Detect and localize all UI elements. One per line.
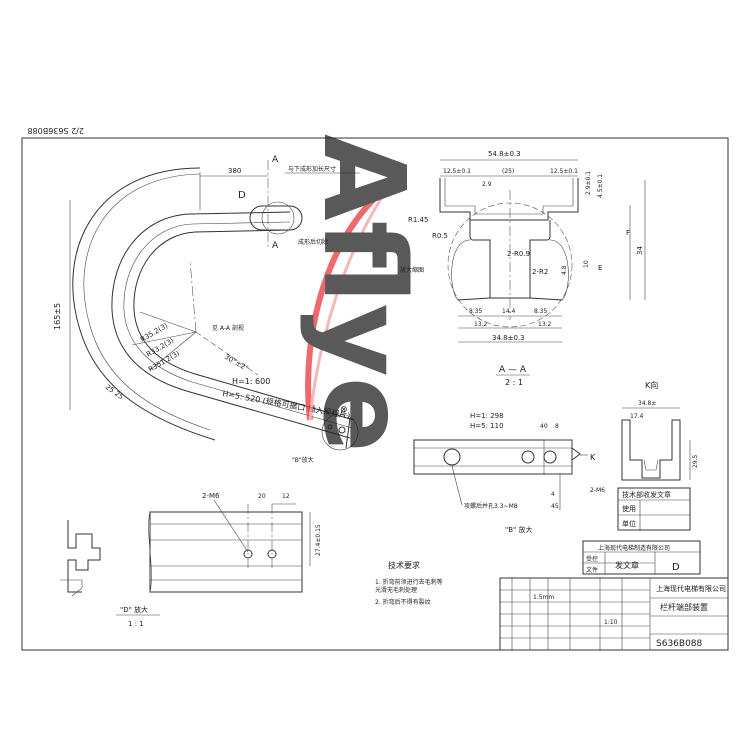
- aa-dim-right: 12.5±0.1: [550, 168, 578, 175]
- aa-dim-48: 4.8: [561, 265, 568, 275]
- view-d: 20 12 2-M6 27.4±0.15 "D" 放大 1 : 1: [60, 492, 322, 628]
- b-dim-40: 40: [540, 423, 548, 430]
- note-top-right: 与下成形加长尺寸: [288, 165, 336, 173]
- tech-item1: 1. 折弯前须进行去毛刺等: [375, 578, 443, 586]
- tech-requirements: 技术要求 1. 折弯前须进行去毛刺等 光滑无毛刺处理 2. 折弯后不得有裂纹: [375, 560, 443, 606]
- aa-dim-mid: (25): [502, 168, 514, 175]
- tech-title: 技术要求: [388, 560, 420, 570]
- stamp-row2-left: 文件: [586, 566, 598, 574]
- aa-label-side: 放大缩图: [400, 266, 424, 274]
- tb-part-name: 栏杆端部装置: [660, 602, 708, 612]
- approval-title: 技术部收发文章: [622, 490, 671, 499]
- aa-scale: 2 : 1: [505, 378, 523, 387]
- d-label-2m6: 2-M6: [202, 492, 220, 500]
- aa-dim-835l: 8.35: [469, 308, 483, 315]
- approval-box: 技术部收发文章 使用 单位: [617, 487, 691, 531]
- aa-dim-left: 12.5±0.1: [443, 168, 471, 175]
- b-dim-8: 8: [555, 423, 559, 430]
- stamp-row1-left: 受控: [586, 555, 598, 563]
- control-stamp: 上海现代电梯制造有限公司 受控 文件 发文章 D: [582, 540, 701, 575]
- rotated-sheet-number: 2/2 S636B088: [27, 126, 84, 135]
- b-note-bottom: 攻螺后并孔3.3~M8: [464, 502, 518, 510]
- dim-top: 380: [228, 167, 241, 175]
- aa-dim-total: 54.8±0.3: [488, 150, 521, 158]
- b-dim-45: 45: [551, 503, 559, 510]
- k-title: K向: [645, 380, 658, 390]
- watermark-logo: Aflye: [298, 134, 428, 453]
- aa-dim-10: 10: [583, 260, 590, 268]
- tb-scale: 1:10: [604, 619, 618, 626]
- note-b: "B"放大: [292, 456, 314, 464]
- d-dim-side: 27.4±0.15: [315, 524, 322, 556]
- d-title: "D" 放大: [120, 605, 148, 614]
- h-length: H=1: 600: [232, 377, 270, 386]
- approval-row-1: 单位: [622, 519, 636, 528]
- sheet-border: [21, 137, 729, 651]
- aa-dim-h1: 2.9±0.1: [585, 171, 592, 195]
- view-b: H=1: 298 H=5: 110 40 8 K 2-M6 45 4 攻螺后并孔…: [413, 412, 605, 534]
- dim-angle: 30°±2°: [223, 353, 250, 373]
- b-label-2m6: 2-M6: [590, 487, 605, 494]
- d-dim-20: 20: [258, 493, 266, 500]
- b-label-k: K: [590, 453, 596, 462]
- aa-dim-132r: 13.2: [538, 321, 552, 328]
- aa-r2: 2-R2: [532, 268, 548, 276]
- stamp-row1-right: 发文章: [615, 560, 639, 570]
- aa-dim-835r: 8.35: [534, 308, 548, 315]
- aa-dim-f: F: [626, 229, 630, 237]
- note-section: 见 A-A 剖视: [212, 324, 244, 332]
- tb-drawing-no: S636B088: [656, 639, 703, 649]
- k-dim-total: 34.8±: [638, 400, 656, 407]
- aa-dim-bottom: 34.8±0.3: [492, 334, 525, 342]
- label-a-bottom: A: [272, 241, 279, 251]
- tb-material: 1.5mm: [533, 594, 554, 601]
- aa-title: A — A: [499, 365, 527, 375]
- aa-dim-h2: 4.5±0.1: [597, 174, 604, 198]
- tb-company: 上海现代电梯有限公司: [656, 584, 726, 593]
- view-k: K向 34.8± 17.4 29.5: [621, 380, 699, 481]
- stamp-letter: D: [672, 562, 680, 573]
- d-dim-12: 12: [282, 493, 290, 500]
- circle-mark: ⊗: [340, 405, 348, 415]
- label-d: D: [238, 190, 246, 201]
- aa-dim-34: 34: [636, 246, 644, 255]
- aa-dim-2-9: 2.9: [482, 181, 492, 188]
- dim-outer-height: 165±5: [53, 303, 62, 330]
- aa-r09: 2-R0.9: [507, 250, 530, 258]
- b-dim-4: 4: [551, 491, 555, 498]
- watermark-text: Aflye: [298, 134, 428, 453]
- b-h-values2: H=5: 110: [470, 422, 504, 430]
- tech-item1b: 光滑无毛刺处理: [375, 586, 417, 594]
- aa-dim-144: 14.4: [502, 308, 516, 315]
- stamp-company: 上海现代电梯制造有限公司: [598, 544, 670, 552]
- title-block: 上海现代电梯有限公司 栏杆端部装置 S636B088 1:10 1.5mm: [499, 577, 729, 651]
- label-a-top: A: [272, 155, 279, 165]
- aa-dim-132l: 13.2: [474, 321, 488, 328]
- note-end: 成形后切除: [298, 238, 328, 246]
- dim-bottom-len: 25 25: [104, 383, 125, 401]
- section-aa: 54.8±0.3 12.5±0.1 (25) 12.5±0.1 2.9 2.9±…: [400, 150, 646, 387]
- aa-dim-e: E: [598, 264, 602, 272]
- aa-r05: R0.5: [432, 232, 448, 240]
- k-dim-174: 17.4: [630, 413, 644, 420]
- approval-row-0: 使用: [622, 504, 636, 513]
- tech-item2: 2. 折弯后不得有裂纹: [375, 598, 431, 606]
- k-dim-295: 29.5: [692, 454, 699, 468]
- aa-r145: R1.45: [408, 216, 428, 224]
- d-scale: 1 : 1: [128, 620, 144, 628]
- b-title: "B" 放大: [505, 525, 532, 534]
- b-h-values: H=1: 298: [470, 412, 504, 420]
